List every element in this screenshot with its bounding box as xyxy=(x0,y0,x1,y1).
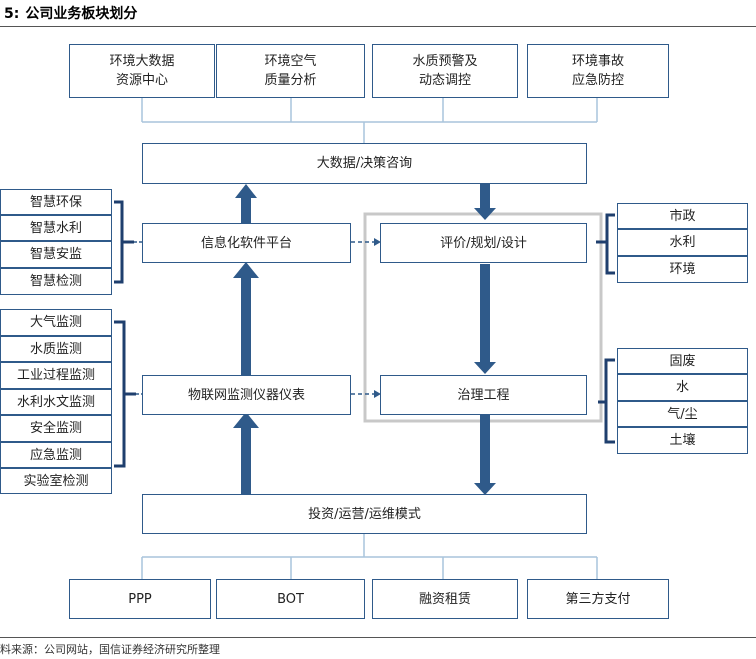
left-item: 智慧检测 xyxy=(0,268,112,295)
governance-label: 治理工程 xyxy=(457,387,510,403)
right-item: 市政 xyxy=(617,203,748,229)
left-item-label: 应急监测 xyxy=(29,447,82,463)
bottom-box-label: 第三方支付 xyxy=(565,591,631,607)
bottom-box-label: 融资租赁 xyxy=(418,591,471,607)
info-platform-label: 信息化软件平台 xyxy=(200,235,292,251)
bottom-box-label: PPP xyxy=(128,591,152,607)
left-item: 应急监测 xyxy=(0,442,112,468)
big-data-label: 大数据/决策咨询 xyxy=(316,156,413,171)
left-item: 智慧安监 xyxy=(0,241,112,268)
iot-label: 物联网监测仪器仪表 xyxy=(187,387,305,403)
right-item: 环境 xyxy=(617,256,748,283)
bottom-box-payment: 第三方支付 xyxy=(527,579,669,619)
left-item: 工业过程监测 xyxy=(0,362,112,389)
bottom-connectors xyxy=(141,534,598,579)
right-item-label: 固废 xyxy=(669,353,696,369)
right-item: 水利 xyxy=(617,229,748,256)
left-item-label: 安全监测 xyxy=(29,421,82,436)
left-item: 水质监测 xyxy=(0,336,112,362)
top-box-line2: 动态调控 xyxy=(418,73,471,88)
bottom-box-bot: BOT xyxy=(216,579,365,619)
big-data-box: 大数据/决策咨询 xyxy=(142,143,587,184)
left-item-label: 智慧水利 xyxy=(29,220,82,236)
right-item-label: 气/尘 xyxy=(667,406,698,422)
iot-box: 物联网监测仪器仪表 xyxy=(142,375,351,415)
top-box-line2: 质量分析 xyxy=(264,73,317,88)
info-platform-box: 信息化软件平台 xyxy=(142,223,351,263)
right-item-label: 市政 xyxy=(669,208,696,224)
evaluation-label: 评价/规划/设计 xyxy=(440,235,527,251)
figure-title-text: 公司业务板块划分 xyxy=(25,6,138,22)
left-brackets xyxy=(114,200,136,468)
right-item-label: 土壤 xyxy=(669,433,696,448)
investment-label: 投资/运营/运维模式 xyxy=(308,506,421,522)
left-item-label: 水利水文监测 xyxy=(16,394,95,410)
left-item: 大气监测 xyxy=(0,309,112,336)
top-box-line1: 环境空气 xyxy=(264,54,317,69)
bottom-box-leasing: 融资租赁 xyxy=(372,579,518,619)
left-item: 水利水文监测 xyxy=(0,389,112,415)
top-box-water-warning: 水质预警及动态调控 xyxy=(372,44,518,98)
right-item-label: 水利 xyxy=(669,235,696,250)
left-item: 安全监测 xyxy=(0,415,112,442)
thick-arrows xyxy=(233,184,496,495)
top-box-line2: 资源中心 xyxy=(115,73,168,88)
right-item-label: 环境 xyxy=(669,262,696,277)
top-box-big-data-center: 环境大数据资源中心 xyxy=(69,44,215,98)
left-item-label: 智慧安监 xyxy=(29,247,82,262)
top-connectors xyxy=(141,98,598,143)
right-item: 固废 xyxy=(617,348,748,374)
bottom-box-label: BOT xyxy=(277,591,304,607)
left-item: 智慧水利 xyxy=(0,215,112,241)
top-box-line1: 环境事故 xyxy=(571,54,624,69)
left-item-label: 水质监测 xyxy=(29,341,82,357)
top-box-accident-control: 环境事故应急防控 xyxy=(527,44,669,98)
top-box-line1: 水质预警及 xyxy=(412,54,478,69)
left-item-label: 工业过程监测 xyxy=(16,368,95,383)
figure-title: 5: 公司业务板块划分 xyxy=(4,3,137,23)
right-item: 水 xyxy=(617,374,748,401)
left-item: 智慧环保 xyxy=(0,189,112,215)
right-brackets xyxy=(596,213,615,444)
left-item-label: 实验室检测 xyxy=(23,473,89,489)
top-box-line2: 应急防控 xyxy=(571,73,624,88)
right-item-label: 水 xyxy=(675,380,689,395)
left-item-label: 大气监测 xyxy=(29,315,82,330)
figure-number: 5: xyxy=(4,6,20,22)
investment-box: 投资/运营/运维模式 xyxy=(142,494,587,534)
right-item: 土壤 xyxy=(617,427,748,454)
evaluation-box: 评价/规划/设计 xyxy=(380,223,587,263)
source-note: 料来源：公司网站，国信证券经济研究所整理 xyxy=(0,643,220,656)
left-item-label: 智慧检测 xyxy=(29,274,82,289)
governance-box: 治理工程 xyxy=(380,375,587,415)
bottom-box-ppp: PPP xyxy=(69,579,211,619)
top-box-line1: 环境大数据 xyxy=(109,54,175,69)
bottom-rule xyxy=(0,637,756,638)
left-item: 实验室检测 xyxy=(0,468,112,494)
top-box-air-quality: 环境空气质量分析 xyxy=(216,44,365,98)
right-item: 气/尘 xyxy=(617,401,748,427)
left-item-label: 智慧环保 xyxy=(29,194,82,210)
top-rule xyxy=(0,26,756,27)
